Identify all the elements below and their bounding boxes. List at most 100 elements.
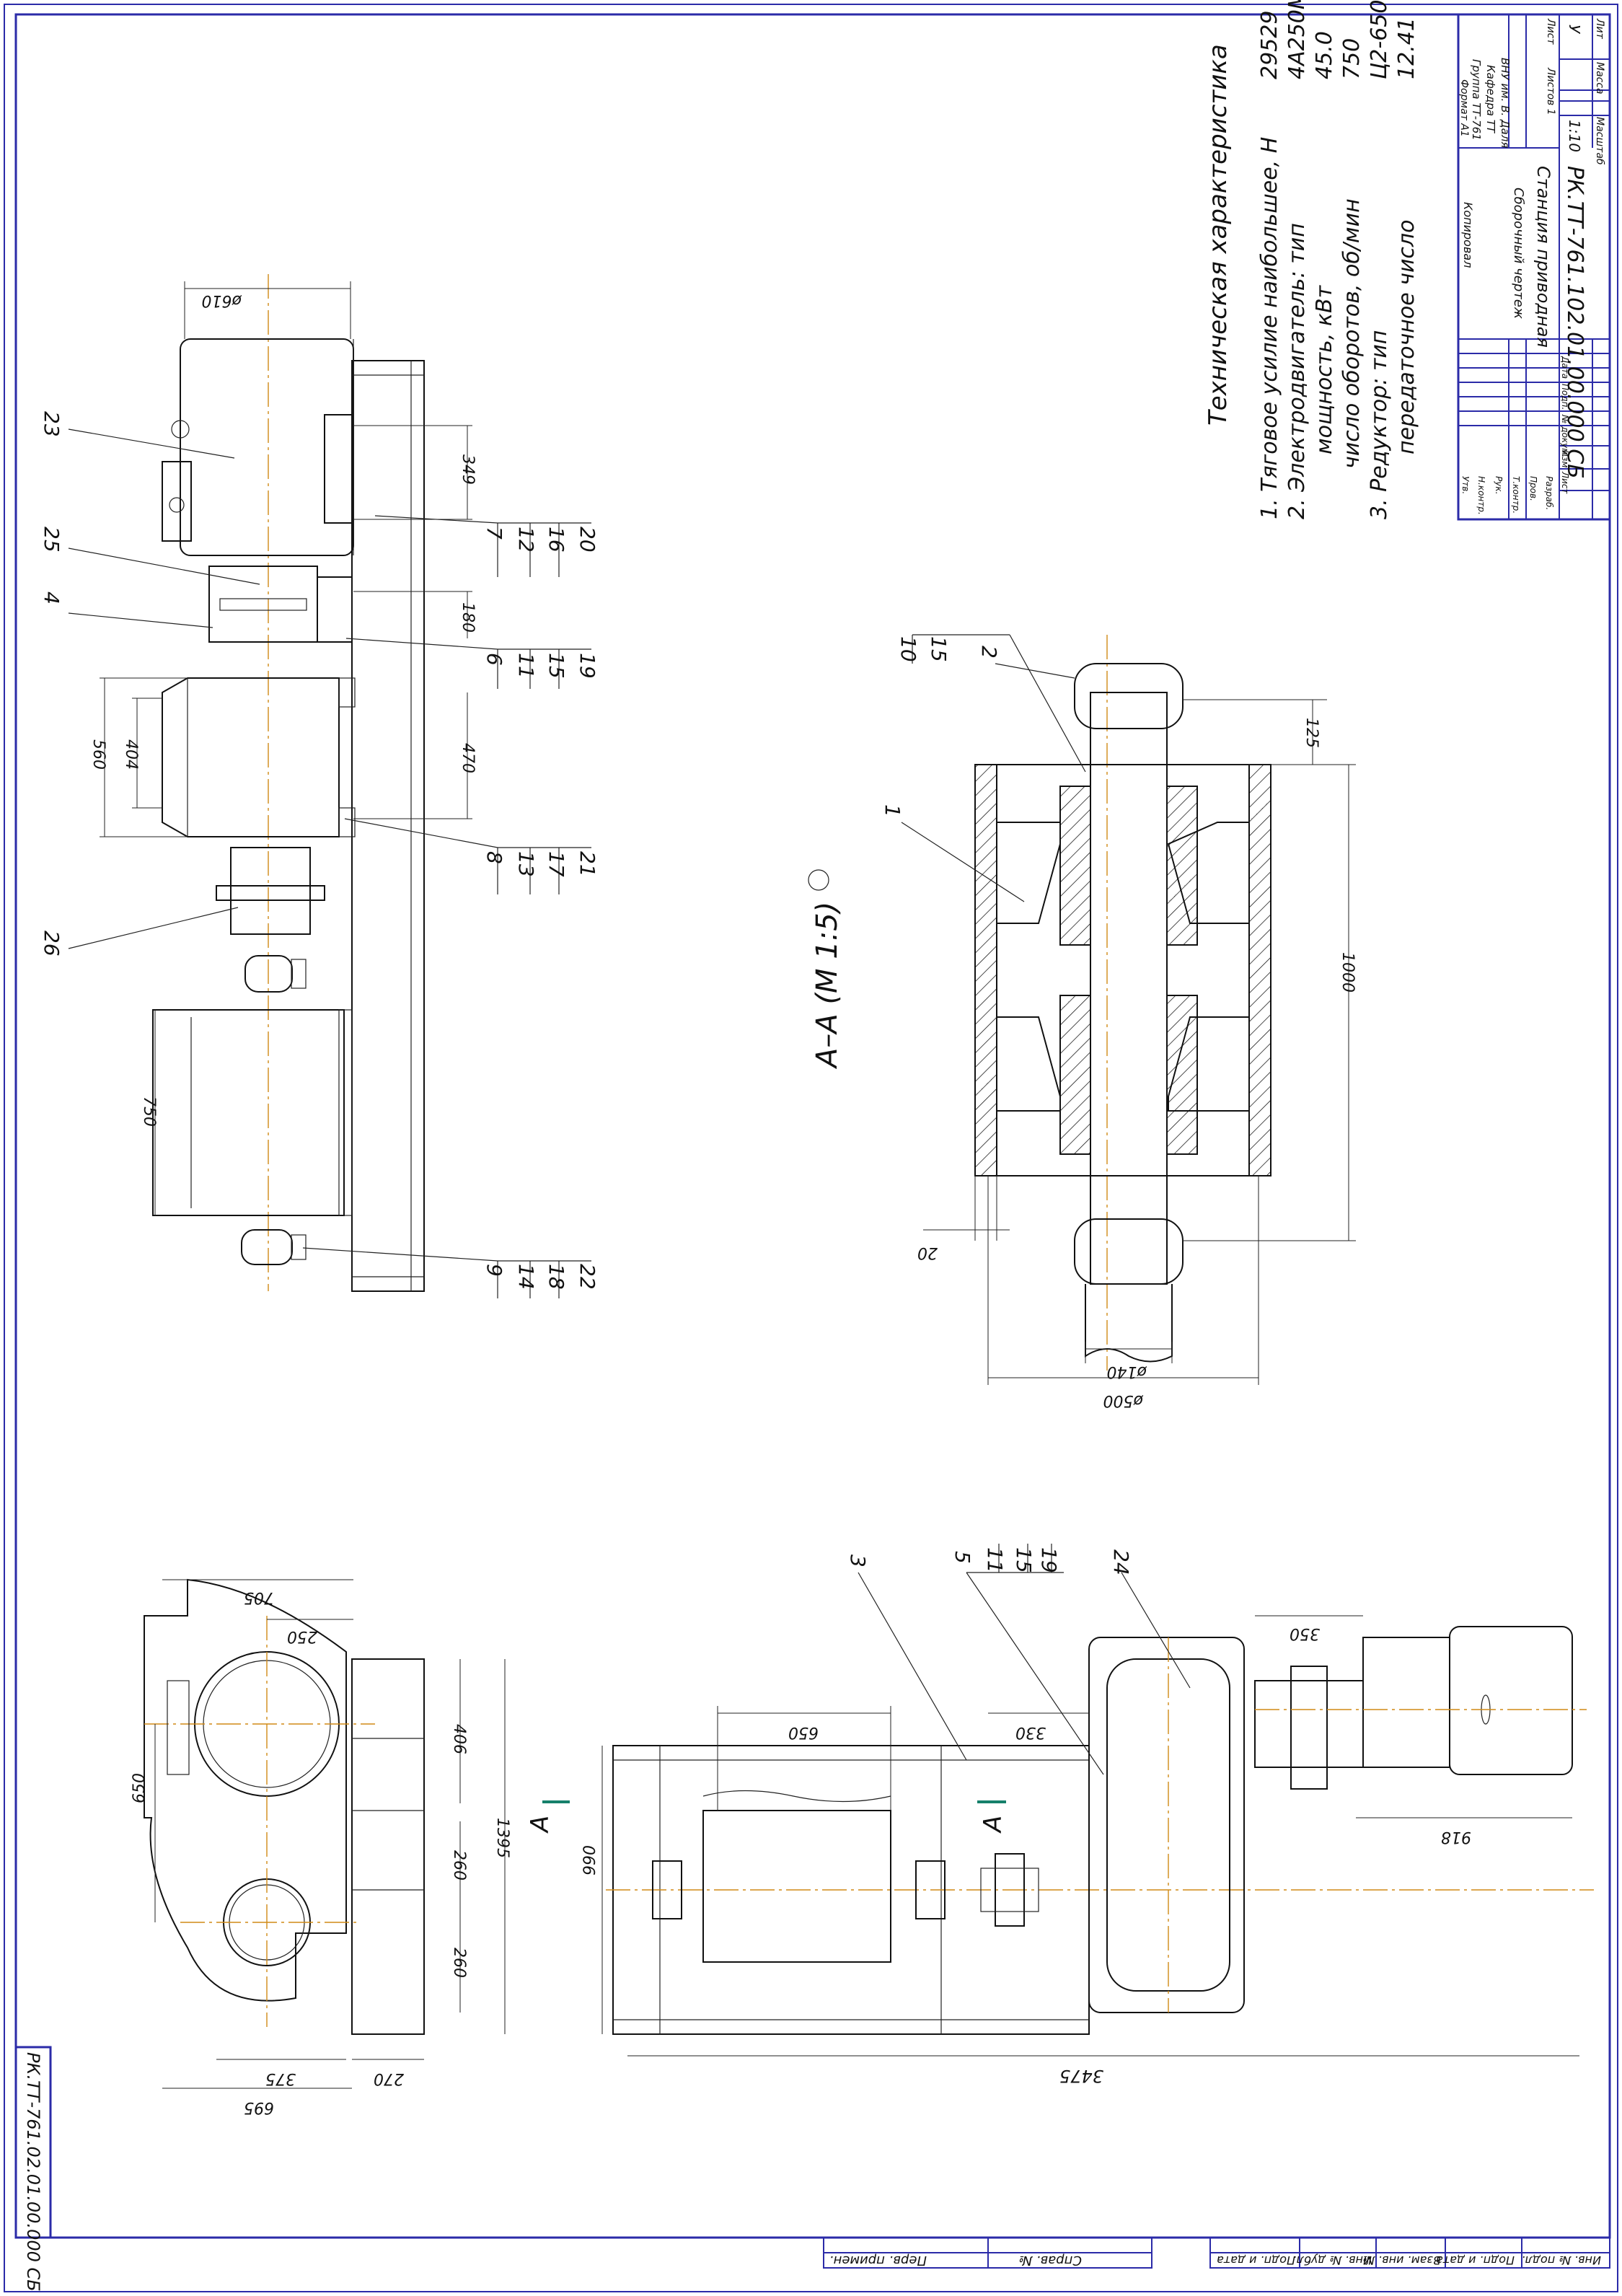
dim-side-650: 650 — [131, 1773, 149, 1803]
spec-value-3: 45.0 — [1312, 31, 1337, 79]
stack-top-2-a: 6 — [482, 653, 506, 666]
title-block-designation: РК.ТТ-761.102.01.00.000 СБ — [1562, 166, 1587, 479]
dim-top-motor-dia: ø610 — [202, 291, 242, 309]
dim-side-1395: 1395 — [493, 1818, 511, 1858]
dim-plan-990: 990 — [581, 1845, 599, 1875]
stack-top-4-a: 9 — [482, 1264, 506, 1277]
title-block-col-lit: Лит — [1594, 18, 1605, 40]
plan-view: А А 990 650 330 350 918 3475 3 5 11 15 1… — [526, 1544, 1594, 2086]
technical-characteristics: Техническая характеристика 1. Тяговое ус… — [1204, 0, 1419, 519]
dim-plan-3475: 3475 — [1059, 2066, 1103, 2086]
spec-value-1: 29529 — [1257, 11, 1282, 79]
balloon-top-26: 26 — [40, 931, 63, 956]
title-block-role-5: Н.контр. — [1476, 476, 1486, 515]
stack-top-3-b: 13 — [514, 851, 538, 877]
spec-label-3: мощность, кВт — [1312, 284, 1337, 454]
spec-label-1: 1. Тяговое усилие наибольшее, Н — [1257, 137, 1282, 519]
stack-plan-c: 15 — [1012, 1547, 1036, 1573]
stack-top-3-a: 8 — [482, 851, 506, 864]
stack-top-4-c: 18 — [545, 1264, 568, 1290]
dim-plan-330: 330 — [1015, 1723, 1046, 1741]
top-view: ø610 349 180 560 404 470 750 23 25 4 26 — [40, 274, 599, 1298]
title-block-role-3: Т.контр. — [1511, 476, 1521, 514]
title-block-sign-sign: Подп. — [1560, 384, 1570, 410]
title-block-role-1: Разраб. — [1544, 476, 1554, 510]
dim-plan-650: 650 — [788, 1723, 819, 1741]
title-block-org-2: Кафедра ТТ — [1484, 65, 1497, 134]
title-block-lit-value: У — [1566, 25, 1583, 35]
dim-side-250: 250 — [287, 1627, 317, 1645]
dim-top-180: 180 — [459, 602, 477, 633]
dim-plan-918: 918 — [1441, 1828, 1471, 1846]
spec-label-4: число оборотов, об/мин — [1339, 198, 1365, 469]
section-label: А–А (М 1:5) — [811, 902, 844, 1070]
dim-side-260a: 260 — [450, 1850, 468, 1881]
archive-label-replace-inv: Взам. инв. № — [1362, 2253, 1441, 2267]
archive-label-sign-date-1: Подп. и дата — [1436, 2253, 1515, 2267]
side-view: 705 250 406 650 260 1395 260 375 270 695 — [131, 1578, 511, 2116]
margin-designation-text: РК.ТТ-761.02.01.00.000 СБ — [23, 2052, 43, 2292]
cut-marker-right: А — [979, 1816, 1008, 1834]
title-block-col-mass: Масса — [1594, 62, 1605, 94]
archive-label-orig-inv: Инв. № подл. — [1522, 2253, 1601, 2267]
dim-top-349: 349 — [459, 454, 477, 485]
title-block-sign-date: Дата — [1560, 356, 1570, 379]
dim-top-750: 750 — [140, 1096, 158, 1127]
stack-top-2-b: 11 — [514, 653, 538, 679]
dim-side-406: 406 — [450, 1724, 468, 1754]
stack-top-3-c: 17 — [545, 851, 568, 877]
stack-top-1-a: 7 — [482, 527, 506, 540]
title-block-org-3: Группа ТТ-761 — [1470, 59, 1483, 141]
dim-side-260b: 260 — [450, 1948, 468, 1978]
title-block-org-1: ВНУ им. В. Даля — [1499, 58, 1512, 148]
dim-side-705: 705 — [244, 1588, 274, 1606]
balloon-section-2: 2 — [977, 646, 1001, 659]
dim-side-695: 695 — [244, 2098, 274, 2116]
section-view: 125 1000 20 ø140 ø500 А–А (М 1:5) 10 15 … — [808, 634, 1357, 1409]
sheet-frame — [4, 4, 1618, 2292]
title-block-doc-type: Сборочный чертеж — [1511, 188, 1526, 320]
stack-plan-d: 19 — [1037, 1547, 1061, 1573]
dim-top-404: 404 — [122, 739, 140, 770]
stack-top-4-d: 22 — [576, 1264, 599, 1290]
dim-plan-350: 350 — [1290, 1624, 1320, 1642]
dim-top-470: 470 — [459, 743, 477, 773]
cut-marker-left: А — [526, 1816, 555, 1834]
dim-section-20: 20 — [917, 1244, 938, 1262]
stack-top-4-b: 14 — [514, 1264, 538, 1290]
dim-section-1000: 1000 — [1339, 952, 1357, 993]
archive-label-dup-inv: Инв. № дубл. — [1293, 2253, 1372, 2267]
archive-label-sign-date-2: Подп. и дата — [1217, 2253, 1295, 2267]
spec-label-2: 2. Электродвигатель: тип — [1284, 223, 1310, 519]
dim-side-270: 270 — [374, 2070, 404, 2088]
title-block-sign-izm: Изм — [1560, 450, 1570, 467]
margin-designation-strip: РК.ТТ-761.02.01.00.000 СБ — [14, 2046, 52, 2292]
spec-value-4: 750 — [1339, 38, 1365, 79]
balloon-top-25: 25 — [40, 527, 63, 553]
stack-top-1-c: 16 — [545, 527, 568, 553]
title-block: РК.ТТ-761.102.01.00.000 СБ Станция приво… — [1457, 13, 1611, 521]
title-block-role-4: Рук. — [1494, 476, 1504, 494]
spec-value-2: 4А250М8У3 — [1284, 0, 1310, 79]
balloon-plan-3: 3 — [846, 1554, 870, 1567]
title-block-copied: Копировал — [1461, 202, 1475, 268]
title-block-sign-list: Лист — [1560, 471, 1570, 494]
title-block-role-6: Утв. — [1460, 476, 1471, 494]
archive-label-first-use: Перв. примен. — [829, 2253, 927, 2268]
balloon-plan-24: 24 — [1109, 1549, 1133, 1575]
balloon-top-23: 23 — [40, 411, 63, 437]
title-block-sheets-count: Листов 1 — [1545, 67, 1556, 115]
stack-top-2-c: 15 — [545, 653, 568, 679]
balloon-top-4: 4 — [40, 591, 63, 604]
title-block-sheet-label: Лист — [1545, 18, 1556, 45]
title-block-role-2: Пров. — [1528, 476, 1538, 501]
stack-section-b: 15 — [927, 636, 951, 662]
specs-heading: Техническая характеристика — [1204, 44, 1233, 426]
stack-top-1-d: 20 — [576, 527, 599, 553]
spec-label-5: 3. Редуктор: тип — [1367, 330, 1392, 519]
dim-top-560: 560 — [89, 739, 107, 770]
spec-label-6: передаточное число — [1394, 220, 1419, 454]
stack-top-2-d: 19 — [576, 653, 599, 679]
title-block-sign-doc: № докум. — [1560, 414, 1570, 457]
